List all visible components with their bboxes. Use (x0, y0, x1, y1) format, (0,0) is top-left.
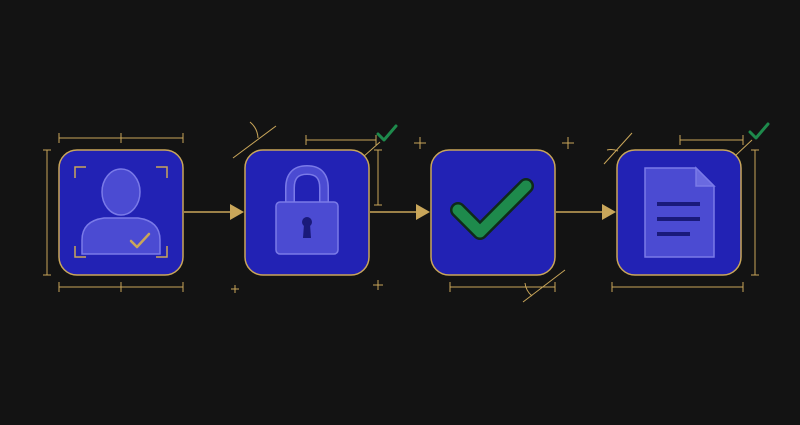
step-tile-document (616, 122, 770, 276)
construction-lines (43, 121, 759, 303)
green-check-mark-icon (452, 180, 532, 238)
padlock-icon (275, 164, 339, 255)
scan-frame-icon (74, 166, 168, 258)
connector-arrow-3 (556, 204, 616, 220)
step-tile-verified (430, 149, 556, 276)
arrow-right-icon (416, 204, 430, 220)
tile-2-dimension-lines (231, 121, 426, 293)
connector-arrow-2 (370, 204, 430, 220)
connector-arrow-1 (184, 204, 244, 220)
step-tile-lock (244, 124, 398, 276)
arrow-right-icon (230, 204, 244, 220)
tile-1-dimension-lines (43, 133, 184, 292)
step-tile-user (58, 149, 184, 276)
tile-3-dimension-lines (449, 137, 574, 303)
green-check-mark-icon (376, 124, 398, 142)
arrow-right-icon (602, 204, 616, 220)
document-icon (644, 166, 716, 258)
green-check-mark-icon (748, 122, 770, 140)
gold-check-icon (129, 232, 151, 249)
